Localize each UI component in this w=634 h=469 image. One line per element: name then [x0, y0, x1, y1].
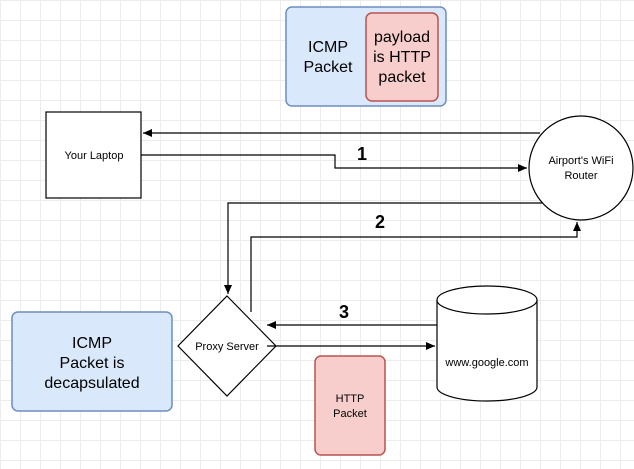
payload-label-3: packet — [378, 69, 426, 86]
payload-label-2: is HTTP — [373, 49, 431, 66]
proxy-server-node — [177, 295, 277, 397]
router-label-2: Router — [564, 170, 597, 182]
payload-box — [365, 12, 439, 102]
icmp-decapsulated-box — [11, 311, 173, 412]
arrow-router-to-proxy — [224, 202, 542, 294]
arrow-laptop-to-router — [141, 154, 527, 172]
laptop-label: Your Laptop — [65, 150, 124, 162]
arrow-proxy-to-router — [250, 222, 581, 312]
laptop-node — [45, 111, 142, 199]
step-1-label: 1 — [357, 144, 367, 164]
http-packet-label-2: Packet — [333, 408, 367, 420]
step-2-label: 2 — [375, 212, 385, 232]
router-node — [528, 115, 634, 221]
step-3-label: 3 — [339, 302, 349, 322]
icmp-decapsulated-label-1: ICMP — [72, 335, 112, 352]
router-label-1: Airport's WiFi — [548, 155, 613, 167]
proxy-server-label: Proxy Server — [195, 341, 259, 353]
http-packet-label-1: HTTP — [336, 393, 365, 405]
icmp-packet-label-2: Packet — [304, 59, 353, 76]
google-label: www.google.com — [444, 357, 528, 369]
http-packet-box — [314, 355, 386, 456]
google-node — [436, 285, 538, 402]
icmp-packet-label-1: ICMP — [308, 39, 348, 56]
icmp-decapsulated-label-3: decapsulated — [44, 375, 139, 392]
icmp-decapsulated-label-2: Packet is — [60, 355, 125, 372]
payload-label-1: payload — [374, 29, 430, 46]
